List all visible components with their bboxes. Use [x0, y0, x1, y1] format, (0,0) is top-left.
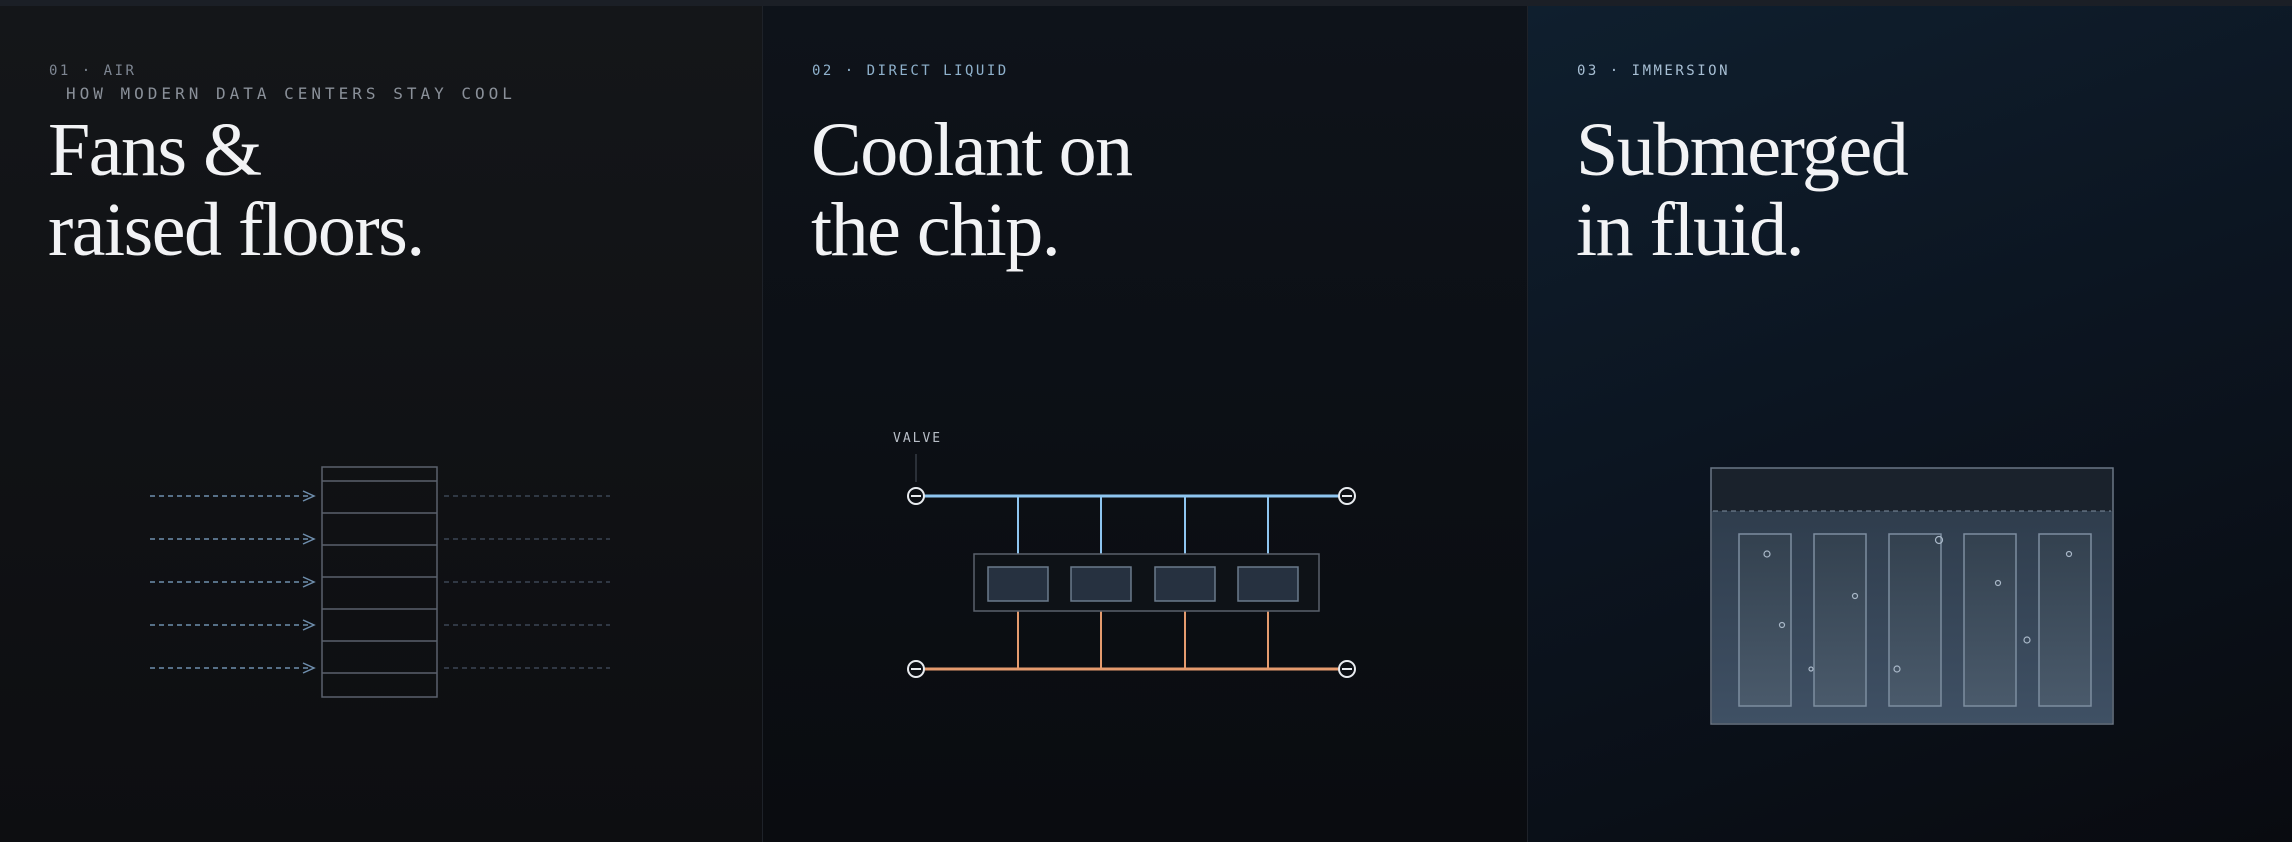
- circle-minus-icon: [1338, 660, 1356, 678]
- chip: [1237, 566, 1299, 602]
- server-blade: [1963, 533, 2017, 707]
- circle-icon: [1934, 535, 1944, 545]
- server-blade: [1813, 533, 1867, 707]
- immersion-diagram: [1710, 467, 2114, 725]
- panel-direct-liquid: 02 · DIRECT LIQUID Coolant on the chip. …: [763, 6, 1527, 842]
- headline-direct-liquid: Coolant on the chip.: [811, 108, 1133, 272]
- panel-air: 01 · AIR HOW MODERN DATA CENTERS STAY CO…: [0, 6, 762, 842]
- headline-air-line-1: Fans &: [48, 108, 262, 192]
- circle-icon: [1808, 666, 1814, 672]
- bubbles: [1763, 535, 2073, 673]
- direct-liquid-diagram: VALVE: [893, 431, 1356, 678]
- intake-arrow: [150, 490, 316, 502]
- valves: [907, 487, 1356, 678]
- circle-icon: [1778, 621, 1786, 629]
- circle-minus-icon: [1338, 487, 1356, 505]
- panel-divider: [762, 6, 763, 842]
- intake-arrow: [150, 576, 316, 588]
- intake-arrow: [150, 533, 316, 545]
- headline-imm-line-1: Submerged: [1576, 108, 1909, 192]
- circle-minus-icon: [907, 487, 925, 505]
- intake-arrow: [150, 662, 316, 674]
- chips: [987, 566, 1299, 602]
- circle-icon: [2065, 550, 2073, 558]
- headline-immersion: Submerged in fluid.: [1576, 108, 1909, 272]
- page-subtitle: HOW MODERN DATA CENTERS STAY COOL: [66, 84, 516, 103]
- chip: [1070, 566, 1132, 602]
- circle-icon: [2023, 636, 2031, 644]
- valve-label: VALVE: [893, 431, 942, 446]
- chip: [1154, 566, 1216, 602]
- circle-minus-icon: [907, 660, 925, 678]
- chip: [987, 566, 1049, 602]
- hot-branches: [1017, 611, 1269, 669]
- server-blade: [2038, 533, 2092, 707]
- headline-liquid-line-1: Coolant on: [811, 108, 1133, 192]
- exhaust-lines: [444, 495, 610, 669]
- headline-liquid-line-2: the chip.: [811, 188, 1061, 272]
- eyebrow-air: 01 · AIR: [49, 63, 137, 79]
- circle-icon: [1994, 579, 2002, 587]
- eyebrow-immersion: 03 · IMMERSION: [1577, 63, 1731, 79]
- panel-divider: [1527, 6, 1528, 842]
- circle-icon: [1763, 550, 1771, 558]
- server-blade: [1738, 533, 1792, 707]
- intake-arrow: [150, 619, 316, 631]
- top-border: [0, 0, 2292, 6]
- circle-icon: [1893, 665, 1901, 673]
- server-blade: [1888, 533, 1942, 707]
- server-rack: [321, 466, 438, 698]
- headline-air: Fans & raised floors.: [48, 108, 425, 272]
- eyebrow-direct-liquid: 02 · DIRECT LIQUID: [812, 63, 1009, 79]
- circle-icon: [1851, 592, 1859, 600]
- air-diagram: [150, 466, 610, 698]
- headline-imm-line-2: in fluid.: [1576, 188, 1805, 272]
- panel-immersion: 03 · IMMERSION Submerged in fluid.: [1528, 6, 2292, 842]
- cold-branches: [1017, 496, 1269, 554]
- intake-arrows: [150, 490, 316, 674]
- headline-air-line-2: raised floors.: [48, 188, 425, 272]
- server-blades: [1738, 533, 2092, 707]
